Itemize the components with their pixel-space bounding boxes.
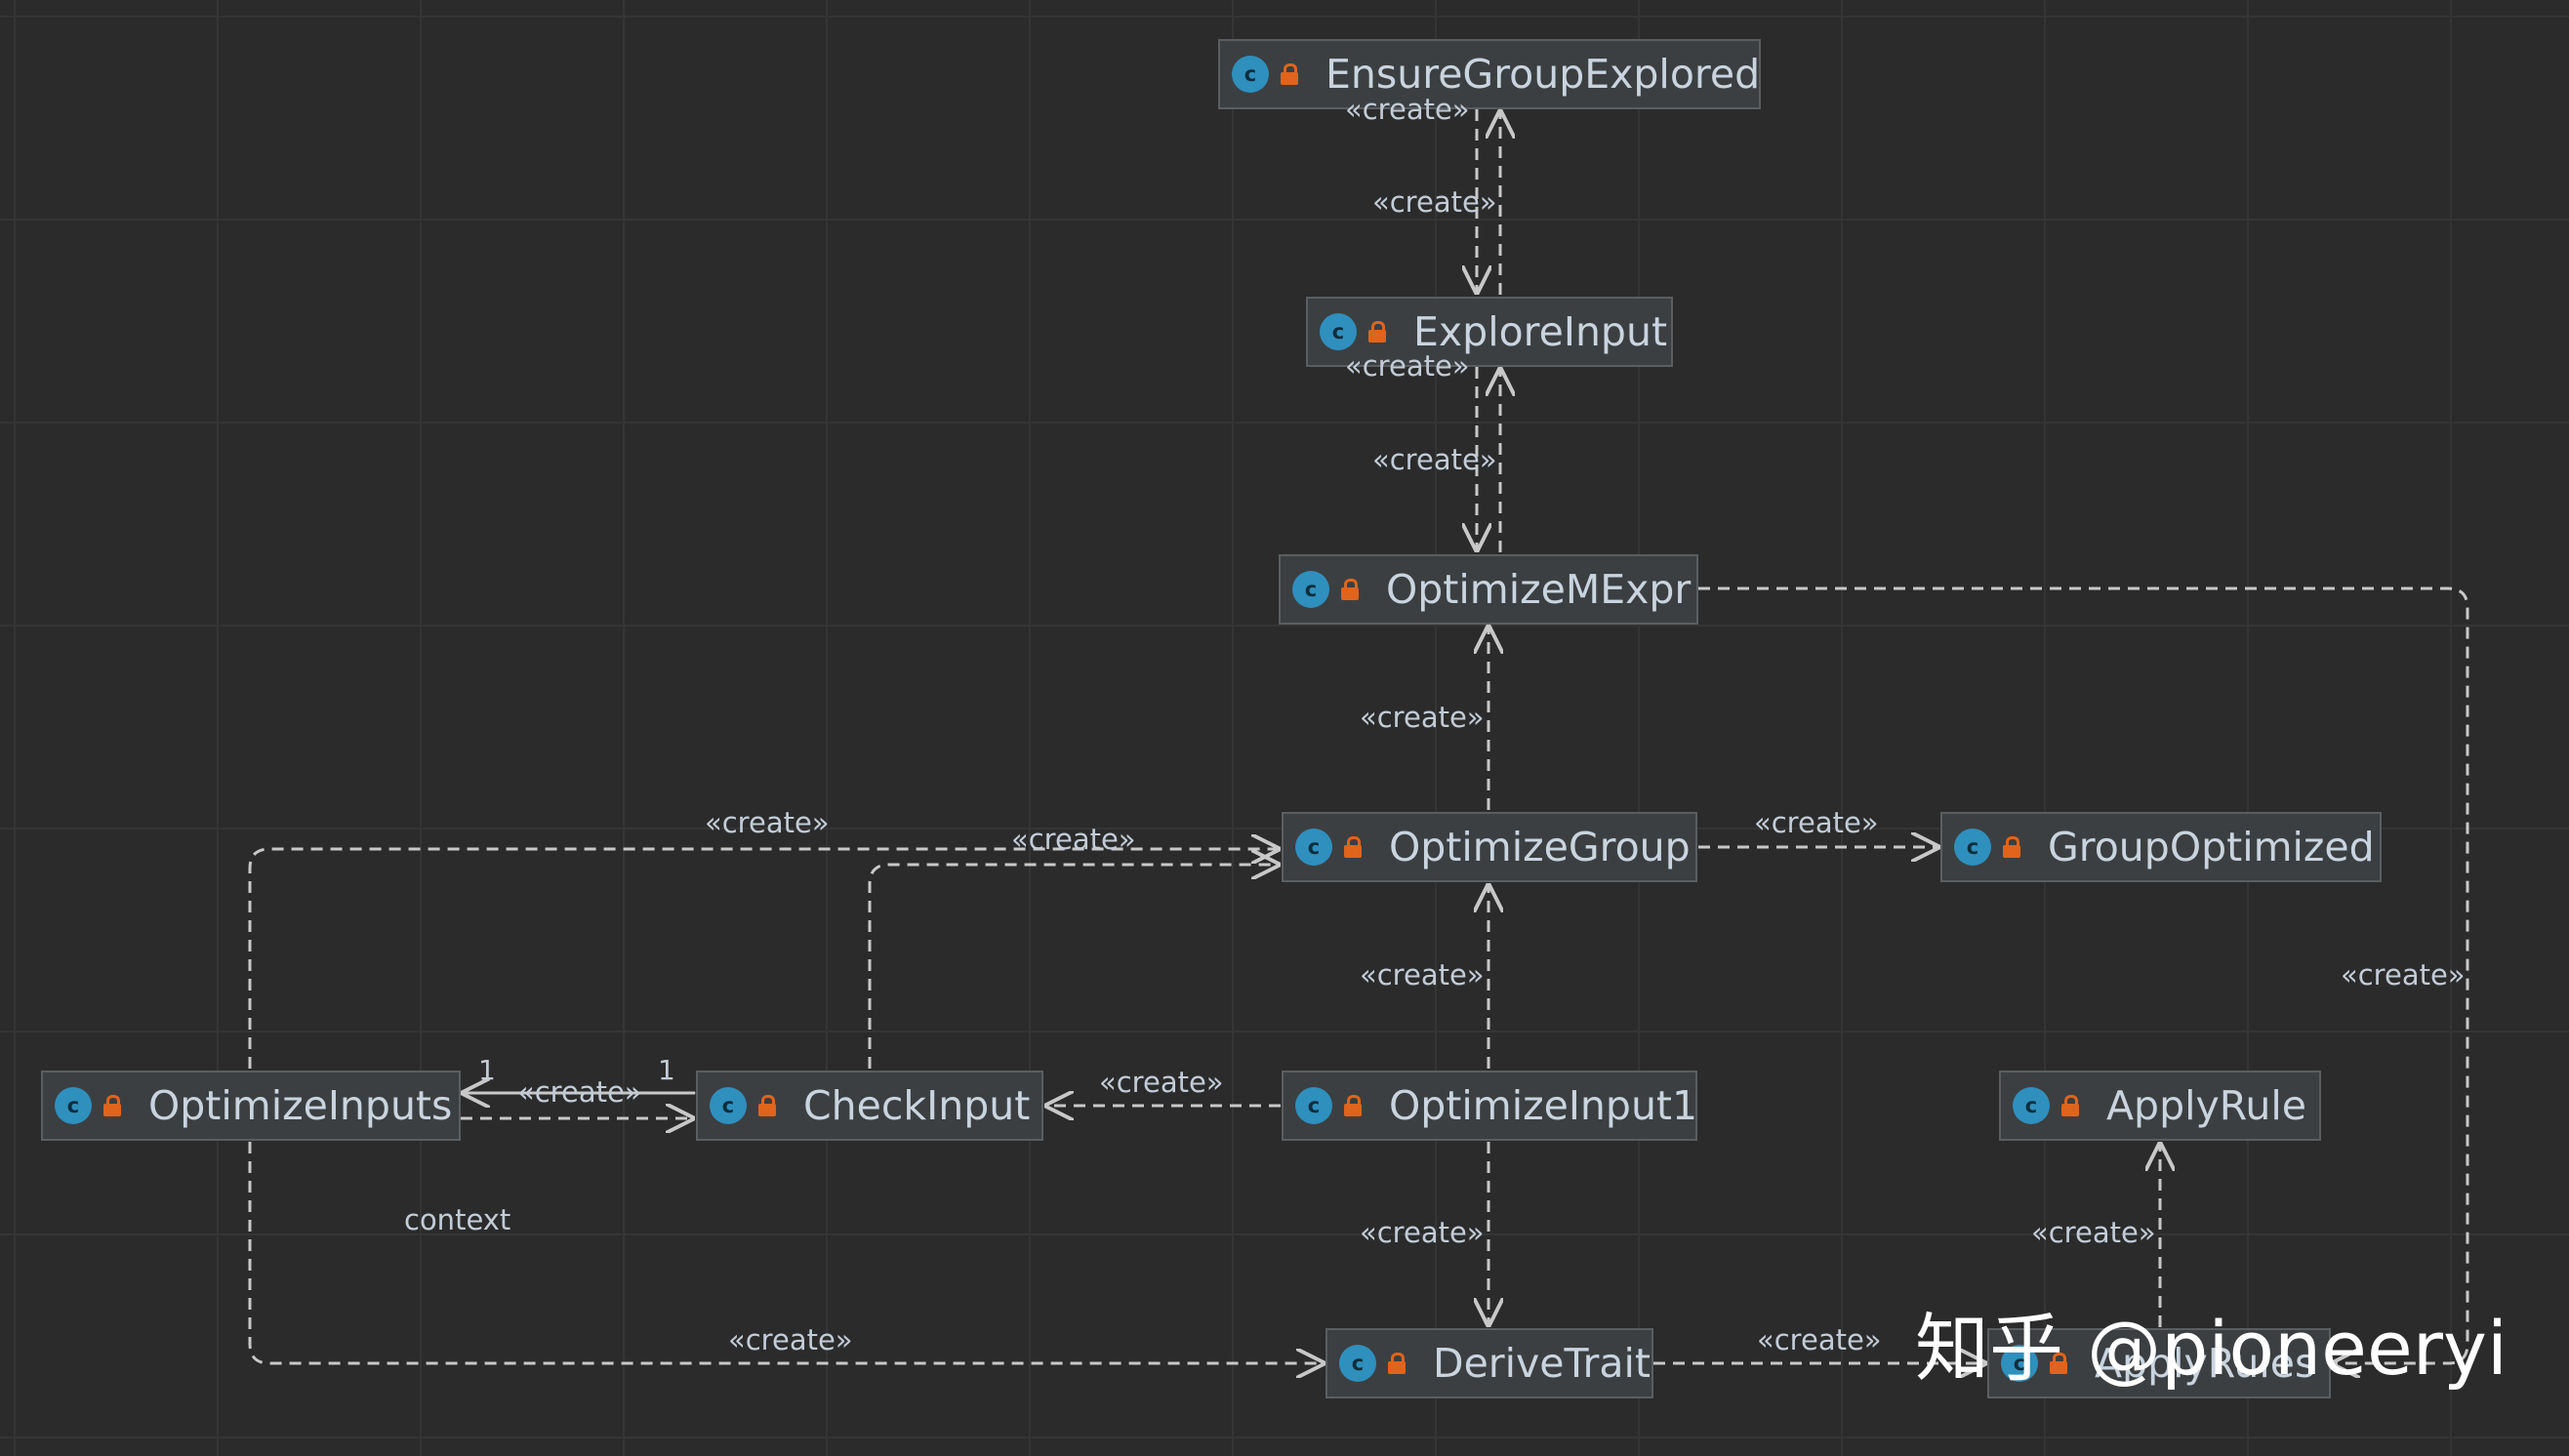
- edge-label-create: «create»: [1754, 806, 1879, 839]
- lock-icon: [2050, 1353, 2067, 1374]
- class-node-optimize-group[interactable]: c OptimizeGroup: [1282, 812, 1697, 882]
- class-icon: c: [2001, 1345, 2038, 1382]
- edge-label-create: «create»: [2031, 1216, 2156, 1249]
- class-node-optimize-mexpr[interactable]: c OptimizeMExpr: [1279, 554, 1698, 625]
- multiplicity-label: 1: [658, 1054, 675, 1086]
- class-name: EnsureGroupExplored: [1325, 51, 1761, 98]
- class-icon: c: [1295, 1087, 1332, 1124]
- lock-icon: [758, 1095, 776, 1116]
- edge-label-create: «create»: [705, 806, 830, 839]
- class-icon: c: [1320, 313, 1357, 350]
- edge-label-create: «create»: [1372, 443, 1497, 476]
- edge-optimizeinputs-to-derivetrait: [248, 1142, 1325, 1363]
- lock-icon: [2003, 836, 2020, 858]
- lock-icon: [2061, 1095, 2079, 1116]
- class-node-derive-trait[interactable]: c DeriveTrait: [1325, 1328, 1653, 1398]
- class-node-optimize-input1[interactable]: c OptimizeInput1: [1282, 1071, 1697, 1141]
- class-icon: c: [1339, 1345, 1376, 1382]
- watermark: 知乎 @pioneeryi: [1915, 1305, 2508, 1392]
- class-name: ApplyRules: [2095, 1340, 2316, 1387]
- edge-label-create: «create»: [1099, 1066, 1224, 1099]
- edge-label-create: «create»: [517, 1075, 642, 1109]
- lock-icon: [103, 1095, 121, 1116]
- class-name: ApplyRule: [2106, 1082, 2306, 1129]
- edge-label-create: «create»: [1360, 958, 1485, 991]
- lock-icon: [1344, 1095, 1362, 1116]
- edge-label-create: «create»: [1372, 185, 1497, 219]
- class-name: ExploreInput: [1413, 308, 1668, 355]
- class-name: OptimizeMExpr: [1386, 566, 1692, 613]
- class-name: OptimizeInput1: [1389, 1082, 1698, 1129]
- class-name: OptimizeInputs: [148, 1082, 453, 1129]
- class-node-group-optimized[interactable]: c GroupOptimized: [1940, 812, 2382, 882]
- class-name: GroupOptimized: [2048, 824, 2375, 870]
- class-icon: c: [2013, 1087, 2050, 1124]
- class-icon: c: [1232, 56, 1269, 93]
- lock-icon: [1344, 836, 1362, 858]
- edge-label-create: «create»: [1345, 349, 1470, 383]
- class-node-apply-rules[interactable]: c ApplyRules: [1987, 1328, 2331, 1398]
- class-node-explore-input[interactable]: c ExploreInput: [1306, 297, 1673, 367]
- class-node-optimize-inputs[interactable]: c OptimizeInputs: [41, 1071, 461, 1141]
- multiplicity-label: 1: [478, 1054, 496, 1086]
- edge-label-context: context: [404, 1203, 511, 1236]
- class-node-check-input[interactable]: c CheckInput: [696, 1071, 1043, 1141]
- edge-label-create: «create»: [1360, 1216, 1485, 1249]
- edge-label-create: «create»: [1011, 823, 1136, 856]
- class-icon: c: [55, 1087, 92, 1124]
- edge-label-create: «create»: [1757, 1323, 1882, 1356]
- lock-icon: [1388, 1353, 1406, 1374]
- edge-checkinput-to-group: [868, 865, 1281, 1069]
- edge-label-create: «create»: [1345, 93, 1470, 126]
- lock-icon: [1281, 63, 1298, 85]
- class-name: OptimizeGroup: [1389, 824, 1691, 870]
- class-icon: c: [710, 1087, 747, 1124]
- class-name: DeriveTrait: [1433, 1340, 1651, 1387]
- class-icon: c: [1292, 571, 1329, 608]
- edge-label-create: «create»: [728, 1323, 853, 1356]
- class-icon: c: [1295, 829, 1332, 866]
- edge-label-create: «create»: [1360, 701, 1485, 734]
- class-node-ensure-group-explored[interactable]: c EnsureGroupExplored: [1218, 39, 1761, 109]
- class-node-apply-rule[interactable]: c ApplyRule: [1999, 1071, 2321, 1141]
- lock-icon: [1341, 579, 1359, 600]
- class-icon: c: [1954, 829, 1991, 866]
- edge-label-create: «create»: [2341, 958, 2466, 991]
- class-name: CheckInput: [803, 1082, 1031, 1129]
- edge-optimizeinputs-to-group: [248, 849, 1281, 1069]
- lock-icon: [1368, 321, 1386, 343]
